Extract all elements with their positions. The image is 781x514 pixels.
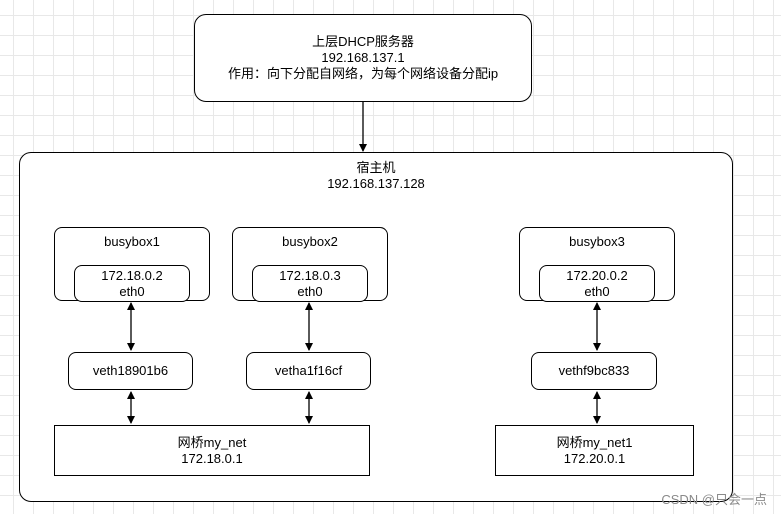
eth0-label: eth0 (584, 283, 610, 299)
eth0-label: eth0 (119, 283, 145, 299)
veth-node: vetha1f16cf (246, 352, 371, 390)
host-title: 宿主机 (356, 160, 396, 175)
bridge-ip: 172.18.0.1 (181, 450, 243, 466)
bridge-name: 网桥my_net (177, 434, 247, 450)
eth0-label: eth0 (297, 283, 323, 299)
bridge-my-net1: 网桥my_net1 172.20.0.1 (495, 425, 694, 476)
container-name: busybox3 (569, 234, 625, 249)
bridge-name: 网桥my_net1 (556, 434, 633, 450)
eth0-ip: 172.20.0.2 (566, 267, 628, 283)
veth-label: vethf9bc833 (558, 363, 630, 378)
container-busybox3: busybox3 172.20.0.2 eth0 (519, 227, 675, 302)
container-busybox1: busybox1 172.18.0.2 eth0 (54, 227, 210, 302)
csdn-watermark: CSDN @只会一点 (661, 492, 767, 507)
container-busybox2: busybox2 172.18.0.3 eth0 (232, 227, 388, 302)
dhcp-server-role: 作用：向下分配自网络，为每个网络设备分配ip (227, 66, 499, 81)
dhcp-server-node: 上层DHCP服务器 192.168.137.1 作用：向下分配自网络，为每个网络… (194, 14, 532, 102)
container-name: busybox2 (282, 234, 338, 249)
veth-node: vethf9bc833 (531, 352, 657, 390)
dhcp-server-title: 上层DHCP服务器 (312, 34, 414, 49)
veth-label: veth18901b6 (92, 363, 169, 378)
eth0-interface: 172.18.0.3 eth0 (252, 265, 368, 302)
bridge-my-net: 网桥my_net 172.18.0.1 (54, 425, 370, 476)
container-name: busybox1 (104, 234, 160, 249)
eth0-interface: 172.20.0.2 eth0 (539, 265, 655, 302)
eth0-ip: 172.18.0.2 (101, 267, 163, 283)
host-ip: 192.168.137.128 (327, 176, 425, 191)
veth-label: vetha1f16cf (274, 363, 343, 378)
bridge-ip: 172.20.0.1 (563, 450, 626, 466)
eth0-ip: 172.18.0.3 (279, 267, 341, 283)
veth-node: veth18901b6 (68, 352, 193, 390)
dhcp-server-ip: 192.168.137.1 (321, 50, 405, 65)
eth0-interface: 172.18.0.2 eth0 (74, 265, 190, 302)
